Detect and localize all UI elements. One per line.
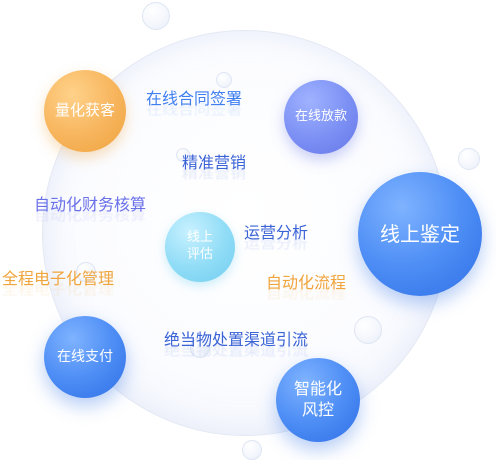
deco-bubble bbox=[142, 2, 170, 30]
online-loan-label: 在线放款 bbox=[294, 108, 347, 124]
deco-bubble bbox=[242, 440, 262, 460]
online-eval-label-1: 线上 bbox=[186, 230, 213, 246]
full-digital-reflection: 全程电子化管理 bbox=[2, 280, 115, 298]
online-appraisal-label: 线上鉴定 bbox=[380, 222, 460, 246]
precision-marketing-text: 精准营销 精准营销 bbox=[182, 149, 247, 182]
operation-analysis-label: 运营分析 bbox=[244, 223, 309, 242]
auto-accounting-reflection: 自动化财务核算 bbox=[34, 206, 147, 224]
smart-risk-label-2: 风控 bbox=[301, 400, 334, 419]
deco-bubble bbox=[354, 316, 382, 344]
operation-analysis-text: 运营分析 运营分析 bbox=[244, 219, 309, 252]
precision-marketing-label: 精准营销 bbox=[182, 153, 247, 172]
online-payment-label: 在线支付 bbox=[57, 348, 113, 365]
full-digital-text: 全程电子化管理 全程电子化管理 bbox=[2, 265, 115, 298]
full-digital-label: 全程电子化管理 bbox=[2, 269, 115, 288]
pawn-disposal-text: 绝当物处置渠道引流 绝当物处置渠道引流 bbox=[164, 326, 309, 359]
contract-signing-reflection: 在线合同签署 bbox=[146, 100, 243, 118]
precision-marketing-reflection: 精准营销 bbox=[182, 164, 247, 182]
online-appraisal-node: 线上鉴定 bbox=[358, 172, 482, 296]
auto-process-label: 自动化流程 bbox=[266, 273, 347, 292]
online-loan-node: 在线放款 bbox=[284, 80, 358, 154]
pawn-disposal-label: 绝当物处置渠道引流 bbox=[164, 330, 309, 349]
online-payment-node: 在线支付 bbox=[44, 316, 126, 398]
deco-bubble bbox=[76, 262, 96, 282]
contract-signing-label: 在线合同签署 bbox=[146, 89, 243, 108]
smart-risk-label-1: 智能化 bbox=[293, 379, 342, 399]
deco-bubble bbox=[458, 148, 480, 170]
online-eval-node: 线上 评估 bbox=[165, 212, 235, 282]
quantify-label: 量化获客 bbox=[54, 101, 115, 120]
pawn-disposal-reflection: 绝当物处置渠道引流 bbox=[164, 341, 309, 359]
auto-process-text: 自动化流程 自动化流程 bbox=[266, 269, 347, 302]
auto-accounting-text: 自动化财务核算 自动化财务核算 bbox=[34, 191, 147, 224]
auto-accounting-label: 自动化财务核算 bbox=[34, 195, 147, 214]
deco-bubble bbox=[176, 148, 190, 162]
auto-process-reflection: 自动化流程 bbox=[266, 284, 347, 302]
deco-bubble bbox=[216, 72, 232, 88]
smart-risk-node: 智能化 风控 bbox=[276, 358, 360, 442]
contract-signing-text: 在线合同签署 在线合同签署 bbox=[146, 85, 243, 118]
quantify-node: 量化获客 bbox=[44, 70, 126, 152]
online-eval-label-2: 评估 bbox=[186, 247, 213, 262]
deco-bubble bbox=[190, 338, 210, 358]
operation-analysis-reflection: 运营分析 bbox=[244, 234, 309, 252]
